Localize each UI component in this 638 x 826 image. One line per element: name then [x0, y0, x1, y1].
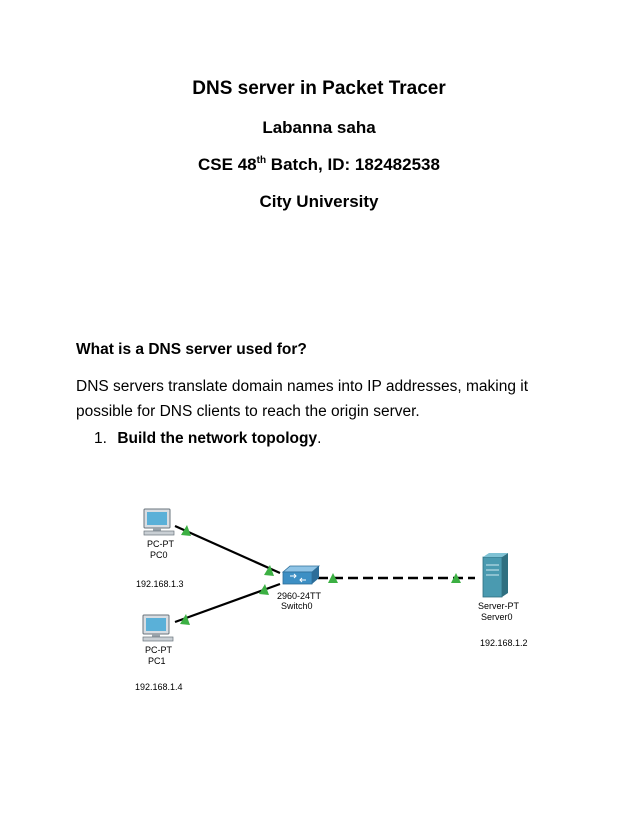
step-period: .: [317, 430, 322, 447]
section-question: What is a DNS server used for?: [76, 341, 307, 358]
step-number: 1.: [94, 430, 107, 447]
pc0-ip-label: 192.168.1.3: [136, 579, 184, 589]
link-light-pc0-side: [181, 525, 191, 536]
server0-ip-label: 192.168.1.2: [480, 638, 528, 648]
pc0-name-label: PC0: [150, 550, 168, 560]
university-name: City University: [259, 192, 379, 211]
network-topology-diagram: PC-PT PC0 192.168.1.3 PC-PT PC1 192.168.…: [120, 495, 540, 705]
step-label: Build the network topology: [117, 430, 318, 447]
pc0-type-label: PC-PT: [147, 539, 174, 549]
server0-type-label: Server-PT: [478, 601, 520, 611]
batch-suffix: Batch, ID: 182482538: [266, 155, 440, 174]
switch0-name-label: Switch0: [281, 601, 313, 611]
link-light-server-side: [451, 573, 461, 583]
switch-icon[interactable]: [281, 565, 321, 585]
pc1-type-label: PC-PT: [145, 645, 172, 655]
batch-prefix: CSE 48: [198, 155, 257, 174]
link-pc0-switch0: [174, 524, 281, 575]
step-item: 1. Build the network topology.: [94, 430, 321, 448]
pc-icon[interactable]: [142, 614, 174, 642]
section-answer: DNS servers translate domain names into …: [76, 378, 528, 420]
batch-and-id: CSE 48th Batch, ID: 182482538: [0, 155, 638, 175]
link-light-switch-right: [328, 573, 338, 583]
pc1-ip-label: 192.168.1.4: [135, 682, 183, 692]
pc-icon[interactable]: [143, 508, 175, 536]
link-light-switch-bottom: [259, 584, 269, 595]
server-icon[interactable]: [482, 553, 508, 598]
author-name: Labanna saha: [262, 118, 376, 137]
switch0-type-label: 2960-24TT: [277, 591, 322, 601]
topology-canvas: [142, 508, 508, 642]
batch-superscript: th: [256, 155, 267, 166]
document-title: DNS server in Packet Tracer: [192, 78, 446, 99]
link-light-switch-top: [264, 565, 274, 576]
pc1-name-label: PC1: [148, 656, 166, 666]
server0-name-label: Server0: [481, 612, 513, 622]
link-light-pc1-side: [180, 614, 190, 625]
